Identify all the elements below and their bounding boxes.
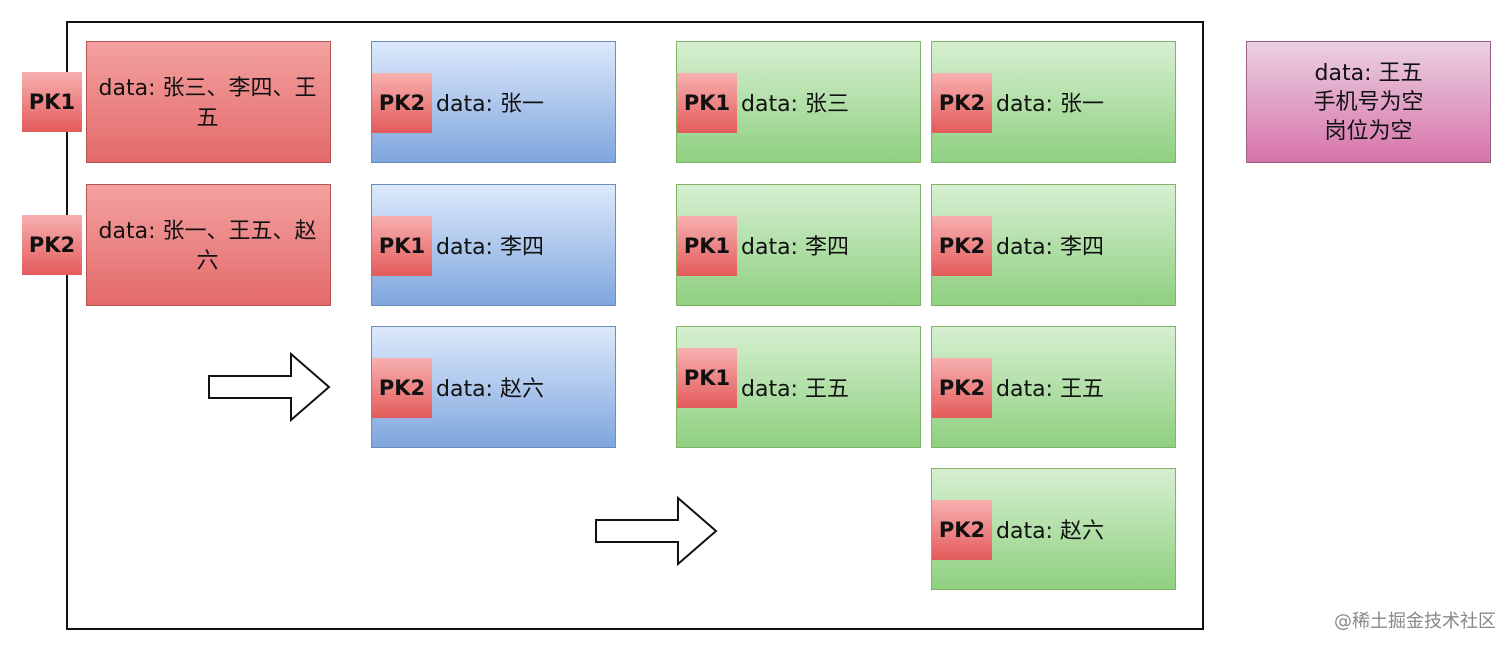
green-left-record-1-data: data: 张三 — [741, 92, 849, 117]
green-left-record-2: PK1 data: 李四 — [676, 184, 921, 306]
watermark: @稀土掘金技术社区 — [1334, 611, 1496, 632]
blue-record-1-pk: PK2 — [372, 73, 432, 133]
green-right-record-4-pk: PK2 — [932, 500, 992, 560]
green-right-record-4: PK2 data: 赵六 — [931, 468, 1176, 590]
green-right-record-1: PK2 data: 张一 — [931, 41, 1176, 163]
red-record-2-pk: PK2 — [22, 215, 82, 275]
note-box: data: 王五 手机号为空 岗位为空 — [1246, 41, 1491, 163]
green-right-record-4-data: data: 赵六 — [996, 519, 1104, 544]
red-record-2-data: data: 张一、王五、赵六 — [98, 219, 317, 274]
green-right-record-2: PK2 data: 李四 — [931, 184, 1176, 306]
right-arrow-icon-2 — [595, 496, 718, 566]
note-text: data: 王五 手机号为空 岗位为空 — [1247, 42, 1490, 162]
green-right-record-3-data: data: 王五 — [996, 377, 1104, 402]
red-record-2: data: 张一、王五、赵六 — [86, 184, 331, 306]
green-left-record-2-data: data: 李四 — [741, 235, 849, 260]
green-left-record-3-data: data: 王五 — [741, 377, 849, 402]
red-record-1-pk: PK1 — [22, 72, 82, 132]
blue-record-1: PK2 data: 张一 — [371, 41, 616, 163]
green-right-record-1-data: data: 张一 — [996, 92, 1104, 117]
green-left-record-2-pk: PK1 — [677, 216, 737, 276]
blue-record-2-pk: PK1 — [372, 216, 432, 276]
note-line-1: data: 王五 — [1314, 60, 1423, 86]
blue-record-2: PK1 data: 李四 — [371, 184, 616, 306]
green-right-record-2-data: data: 李四 — [996, 235, 1104, 260]
blue-record-3: PK2 data: 赵六 — [371, 326, 616, 448]
red-record-1: data: 张三、李四、王五 — [86, 41, 331, 163]
green-right-record-1-pk: PK2 — [932, 73, 992, 133]
green-right-record-3-pk: PK2 — [932, 358, 992, 418]
green-right-record-3: PK2 data: 王五 — [931, 326, 1176, 448]
note-line-2: 手机号为空 — [1313, 89, 1424, 115]
diagram-frame — [66, 21, 1204, 630]
green-left-record-3-pk: PK1 — [677, 348, 737, 408]
green-left-record-1: PK1 data: 张三 — [676, 41, 921, 163]
green-left-record-3: PK1 data: 王五 — [676, 326, 921, 448]
blue-record-2-data: data: 李四 — [436, 235, 544, 260]
green-left-record-1-pk: PK1 — [677, 73, 737, 133]
right-arrow-icon — [208, 352, 331, 422]
blue-record-1-data: data: 张一 — [436, 92, 544, 117]
red-record-1-data: data: 张三、李四、王五 — [98, 76, 317, 131]
green-right-record-2-pk: PK2 — [932, 216, 992, 276]
blue-record-3-pk: PK2 — [372, 358, 432, 418]
note-line-3: 岗位为空 — [1324, 118, 1413, 144]
blue-record-3-data: data: 赵六 — [436, 377, 544, 402]
